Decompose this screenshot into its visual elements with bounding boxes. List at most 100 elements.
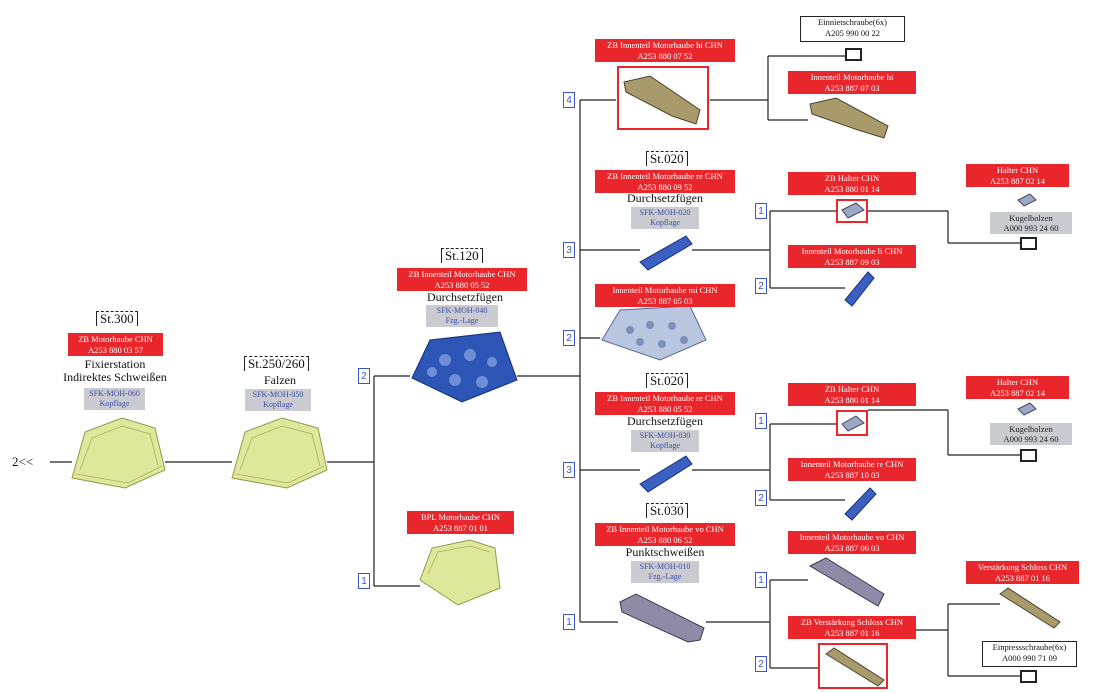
part-name: Innenteil Motorhaube mi CHN (612, 285, 718, 295)
inner-hood-part-image (411, 331, 518, 403)
branch-number: 3 (563, 242, 575, 258)
part-number: A000 993 24 60 (1003, 223, 1059, 233)
branch-number: 2 (755, 656, 767, 672)
process-text-st030: Punktschweißen (625, 545, 705, 559)
station-label-st030: St.030 (646, 503, 688, 518)
part-number: A253 880 01 14 (824, 183, 880, 194)
bracket-part-image-b (841, 415, 865, 432)
part-number: A253 880 05 52 (434, 279, 490, 290)
part-highlight-frame (836, 199, 868, 223)
part-number: A000 993 24 60 (1003, 434, 1059, 444)
inner-hood-vo-assembly-part-image (619, 593, 705, 643)
fixture-position: Kopflage (650, 218, 680, 227)
part-number: A253 880 05 52 (637, 403, 693, 414)
part-name: Kugelbolzen (1009, 424, 1053, 434)
part-name: BPL Motorhaube CHN (420, 512, 500, 522)
fixture-code: SFK-MOH-030 (639, 431, 691, 440)
branch-number: 1 (358, 573, 370, 589)
inner-hood-re-single-part-image (844, 487, 877, 521)
branch-number: 2 (358, 368, 370, 384)
inner-hood-hi-single-part-image (809, 97, 889, 139)
part-number: A253 887 05 03 (637, 295, 693, 306)
part-number: A253 887 01 16 (824, 627, 880, 638)
part-number: A000 990 71 09 (1001, 652, 1057, 663)
part-number: A253 887 02 14 (989, 175, 1045, 186)
fastener-label-einniet: Einnietschraube(6x)A205 990 00 22 (800, 16, 905, 42)
fixture-code: SFK-MOH-060 (89, 389, 140, 398)
station-label-st020b: St.020 (646, 373, 688, 388)
process-text-st020a: Durchsetzfügen (627, 191, 703, 205)
part-number: A253 880 01 14 (824, 394, 880, 405)
part-name: Halter CHN (996, 377, 1039, 387)
part-name: Innenteil Motorhaube vo CHN (799, 532, 905, 542)
hood-part-image-st300 (71, 417, 166, 489)
part-highlight-frame (836, 410, 868, 436)
part-name: ZB Verstärkung Schloss CHN (800, 617, 904, 627)
part-name: Innenteil Motorhaube hi (810, 72, 894, 82)
part-number: A205 990 00 22 (824, 27, 880, 38)
fixture-position: Kopflage (99, 399, 130, 408)
fixture-position: Fzg.-Lage (648, 572, 682, 581)
fastener-placeholder-box (845, 48, 862, 61)
fixture-code: SFK-MOH-020 (639, 208, 691, 217)
fastener-label-einpress: Einpressschraube(6x)A000 990 71 09 (982, 641, 1077, 667)
reinforcement-lock-part-image (999, 587, 1061, 629)
inner-hood-vo-single-part-image (808, 557, 885, 607)
part-name: Innenteil Motorhaube li CHN (801, 246, 903, 256)
fixture-position: Kopflage (263, 400, 293, 409)
station-label-st020a: St.020 (646, 151, 688, 166)
bracket-single-part-image-b (1017, 402, 1037, 416)
process-text-st250: Falzen (264, 373, 296, 387)
part-name: ZB Innenteil Motorhaube vo CHN (606, 524, 724, 534)
part-name: ZB Innenteil Motorhaube re CHN (607, 171, 723, 181)
hood-part-image-st250 (231, 417, 328, 489)
part-number: A253 887 07 03 (824, 82, 880, 93)
branch-number: 2 (755, 278, 767, 294)
inner-hood-hi-part-image (623, 75, 701, 125)
part-number: A253 887 10 03 (824, 469, 880, 480)
part-name: ZB Innenteil Motorhaube CHN (408, 269, 516, 279)
part-number: A253 880 03 57 (87, 344, 143, 355)
fixture-position: Kopflage (650, 441, 680, 450)
branch-number: 2 (563, 330, 575, 346)
fixture-code: SFK-MOH-050 (252, 390, 304, 399)
fastener-placeholder-box (1020, 449, 1037, 462)
part-number: A253 880 06 52 (637, 534, 693, 545)
part-name: ZB Motorhaube CHN (78, 334, 153, 344)
fixture-position: Fzg.-Lage (445, 316, 479, 325)
station-label-st250: St.250/260 (244, 356, 309, 371)
branch-number: 1 (755, 203, 767, 219)
part-number: A253 880 07 52 (637, 50, 693, 61)
branch-number: 2 (755, 490, 767, 506)
part-number: A253 887 01 16 (994, 572, 1050, 583)
part-highlight-frame (818, 643, 888, 689)
bracket-part-image-a (841, 202, 865, 219)
process-text-st020b: Durchsetzfügen (627, 414, 703, 428)
part-name: Einpressschraube(6x) (992, 642, 1067, 652)
fixture-code: SFK-MOH-040 (436, 306, 488, 315)
inner-hood-re-part-image-a (639, 235, 693, 271)
fixture-code: SFK-MOH-010 (639, 562, 691, 571)
part-name: ZB Halter CHN (824, 384, 880, 394)
inner-hood-li-part-image (844, 271, 875, 307)
